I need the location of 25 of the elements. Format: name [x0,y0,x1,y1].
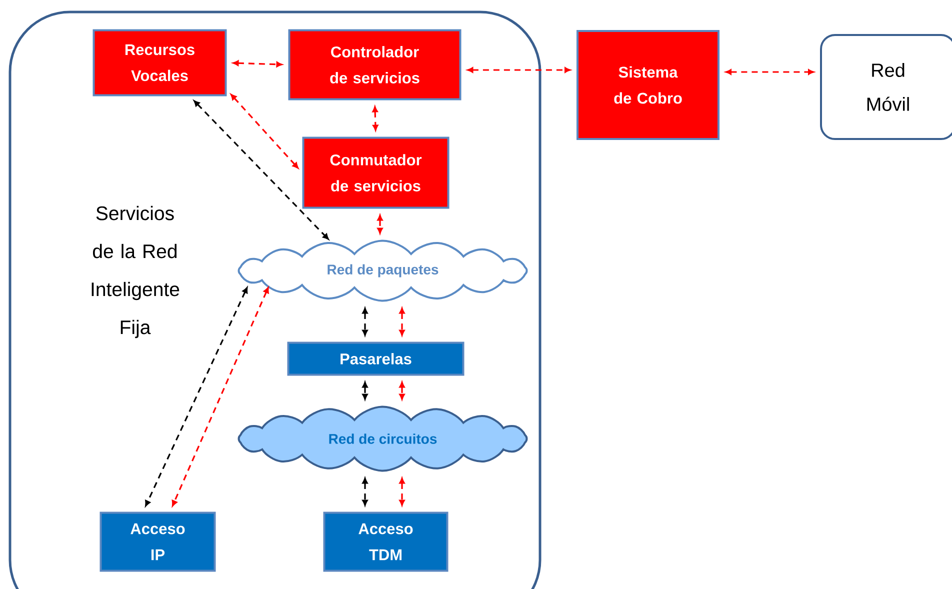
arrow [372,106,378,131]
service-box: Sistema de Cobro [576,30,720,140]
arrow [362,308,368,336]
arrow [230,94,298,168]
arrow [726,69,814,75]
arrow [399,308,405,336]
arrow [467,67,570,73]
arrow [377,214,383,234]
arrow [194,100,329,240]
arrow [399,478,405,506]
arrow [399,382,405,400]
arrow [145,287,248,506]
network-box: Pasarelas [287,342,464,376]
arrow [362,382,368,400]
arrow [362,478,368,506]
service-box: Recursos Vocales [92,29,227,96]
network-cloud: Red de circuitos [238,406,528,472]
network-box: Acceso TDM [323,512,448,572]
arrow [232,60,282,68]
network-cloud: Red de paquetes [238,240,528,302]
network-box: Acceso IP [100,512,216,572]
network-box: Red Móvil [820,34,952,140]
service-box: Conmutador de servicios [302,136,450,209]
service-box: Controlador de servicios [288,29,462,100]
arrow [172,287,269,506]
